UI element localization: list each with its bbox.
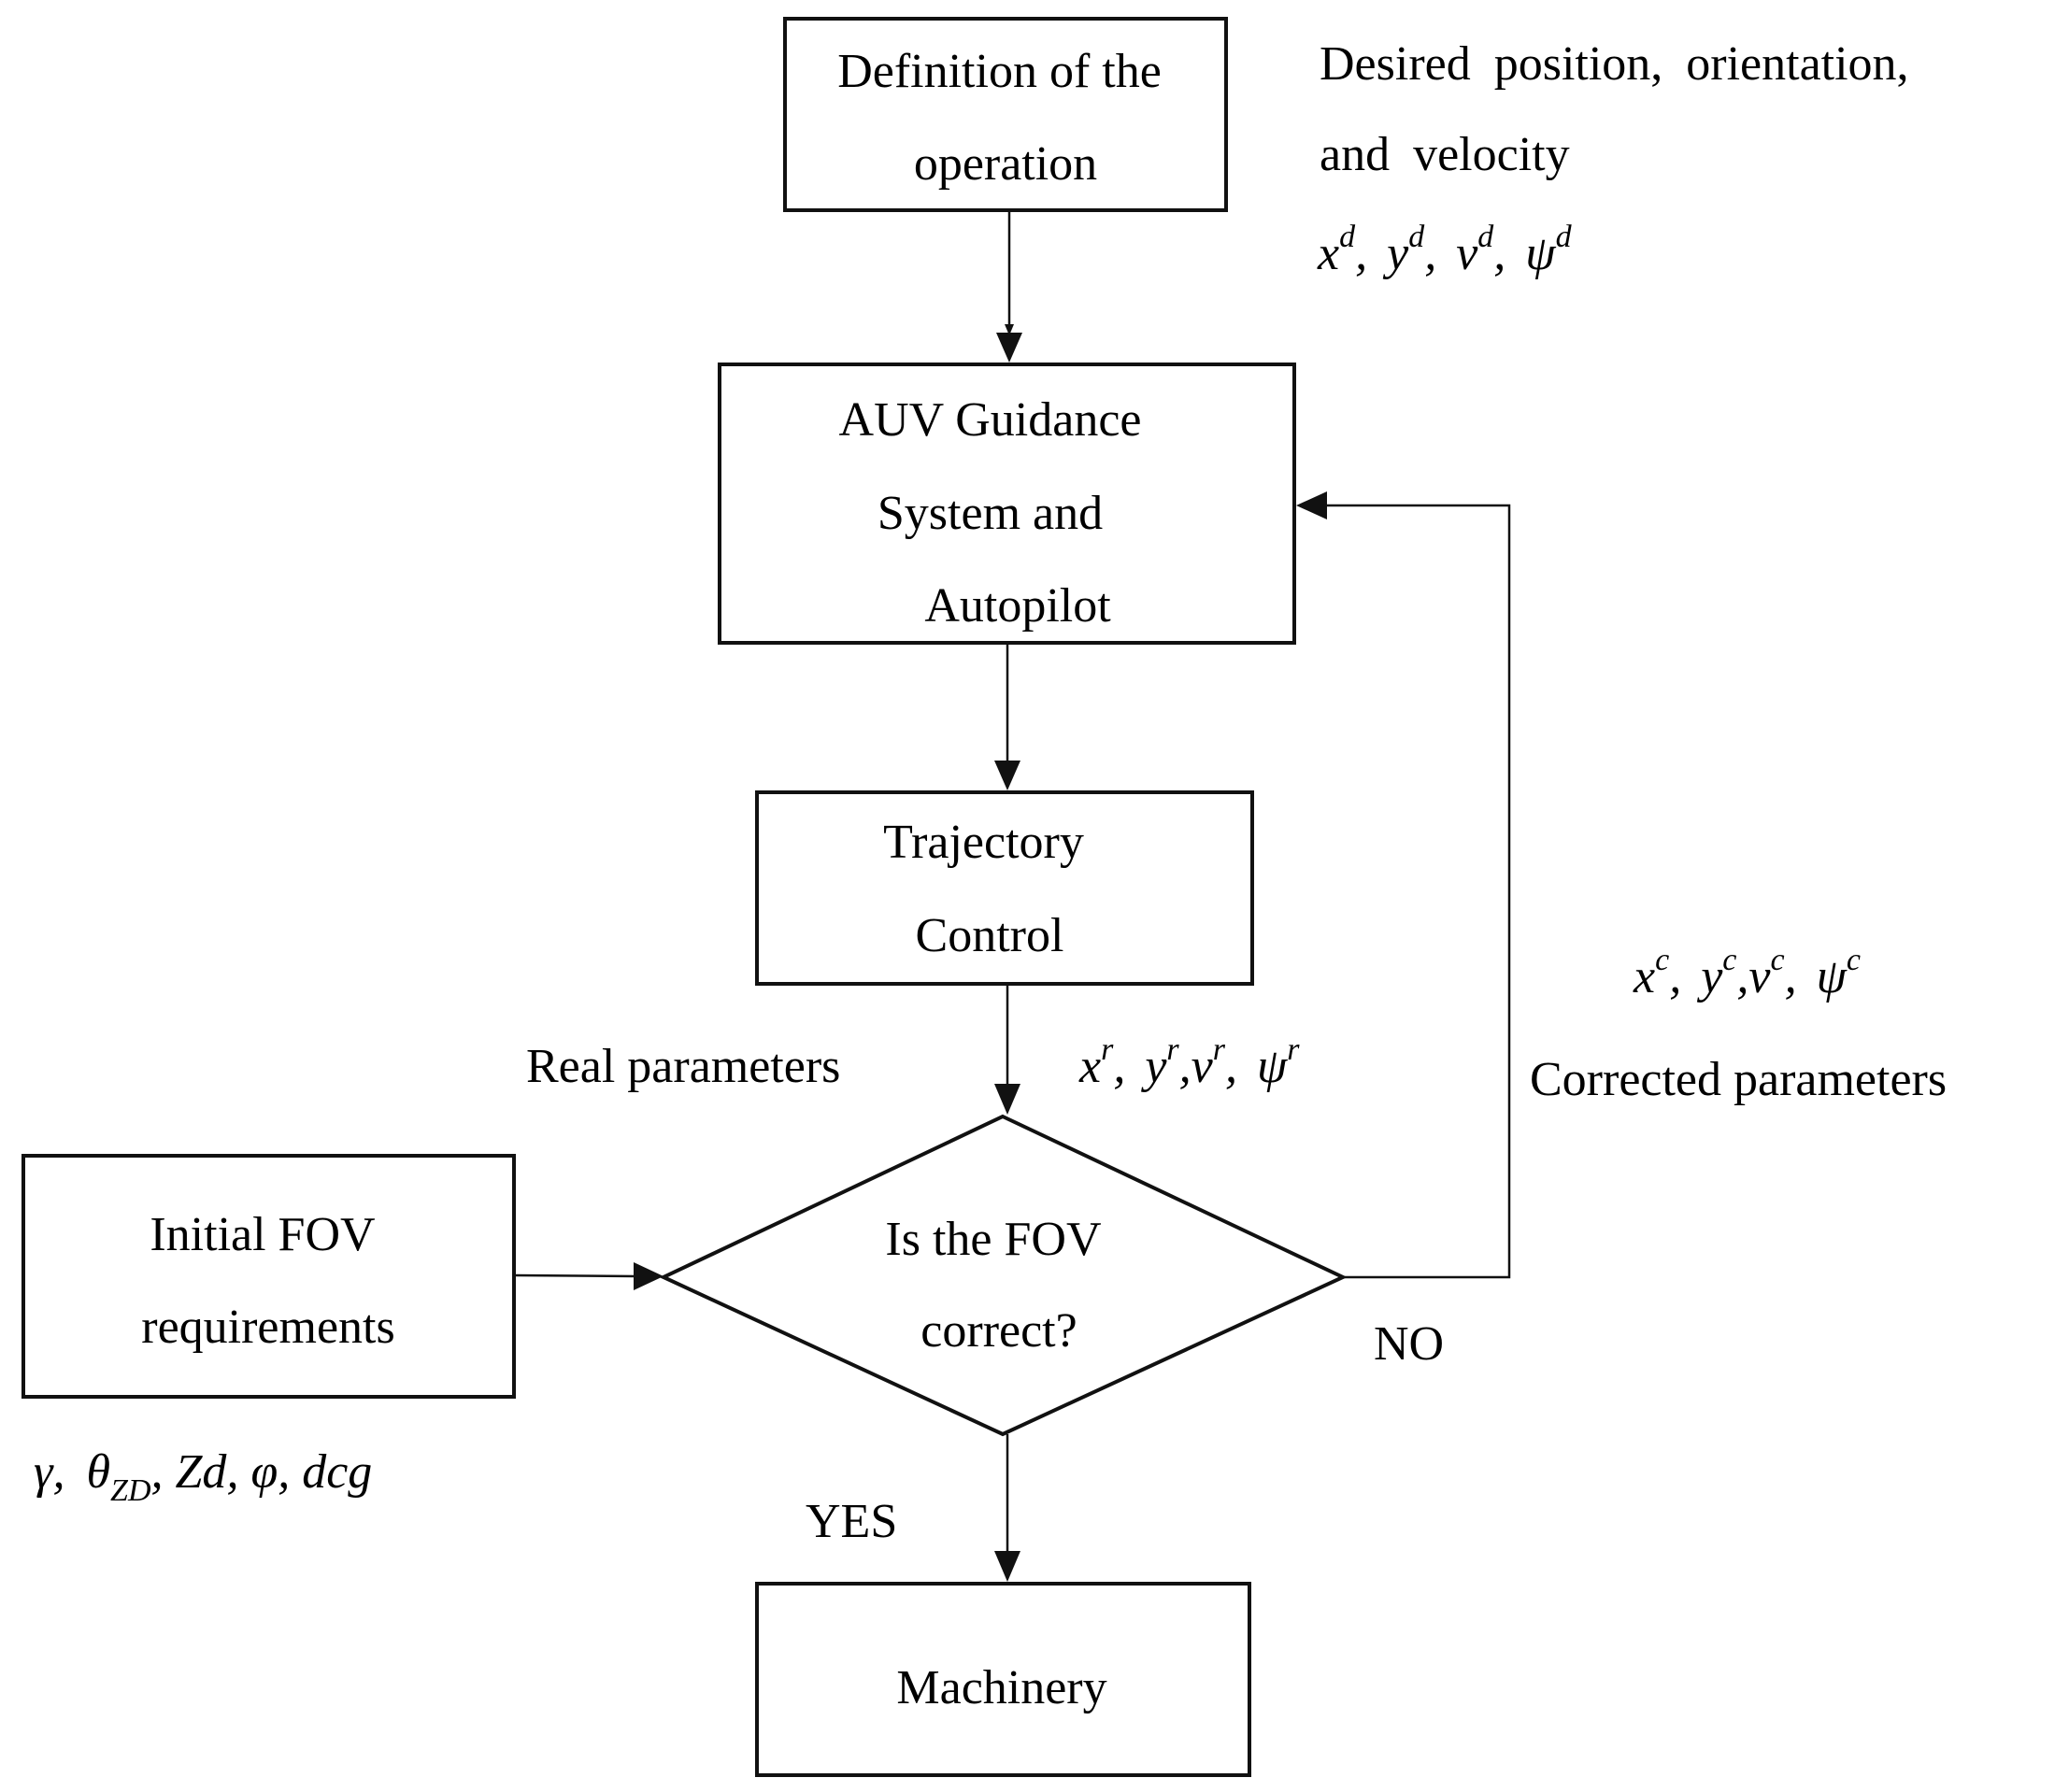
fov-params: γ, θZD, Zd, φ, dcg [34,1445,372,1508]
arrowhead-6 [1296,491,1327,519]
desired-symbols: xd, yd, vd, ψd [1317,220,1573,280]
arrowhead-3 [994,1084,1020,1115]
decision-node: Is the FOV correct? [659,1114,1348,1437]
desired-annotation: Desired position, orientation, and veloc… [1317,37,1933,280]
initial-fov-node: Initial FOV requirements [21,1154,516,1399]
arrowhead-4 [634,1262,664,1290]
real-label: Real parameters [526,1040,840,1093]
guidance-line-1: AUV Guidance [839,393,1142,447]
definition-line-2: operation [914,137,1097,191]
guidance-line-2: System and [878,487,1103,540]
fov-params-annotation: γ, θZD, Zd, φ, dcg [34,1445,372,1508]
svg-text:Initial FOV requirements: Initial FOV requirements [141,1208,394,1354]
trajectory-line-1: Trajectory [883,816,1084,869]
corrected-symbols: xc, yc,vc, ψc [1633,943,1861,1003]
desired-line-1: Desired position, orientation, [1320,37,1909,91]
svg-text:Trajectory Control: Trajectory Control [883,816,1096,962]
guidance-line-3: Autopilot [924,579,1111,633]
definition-line-1: Definition of the [837,45,1162,98]
guidance-node: AUV Guidance System and Autopilot [718,363,1296,645]
arrow-initial-fov-to-decision [513,1273,636,1278]
machinery-label: Machinery [896,1661,1106,1714]
initial-fov-line-1: Initial FOV [150,1208,375,1261]
trajectory-node: Trajectory Control [755,790,1254,986]
real-symbols: xr, yr,vr, ψr [1078,1032,1300,1093]
corrected-annotation: xc, yc,vc, ψc Corrected parameters [1530,943,1947,1106]
arrow-decision-no-to-guidance [1325,504,1511,1279]
decision-line-2: correct? [920,1304,1077,1358]
decision-line-1: Is the FOV [885,1213,1101,1266]
yes-label: YES [806,1495,897,1548]
arrowhead-1 [996,333,1022,363]
svg-text:Desired position, orientation,: Desired position, orientation, and veloc… [1320,37,1933,181]
no-label: NO [1374,1317,1444,1371]
desired-line-2: and velocity [1320,128,1570,181]
connectors [513,210,1511,1582]
svg-text:Definition of the operat: Definition of the operation [837,45,1174,191]
corrected-label: Corrected parameters [1530,1053,1947,1106]
machinery-node: Machinery [755,1582,1251,1777]
arrowhead-5 [994,1551,1020,1582]
svg-text:AUV Guidance System and: AUV Guidance System and Autopilot [839,393,1154,633]
initial-fov-line-2: requirements [141,1301,394,1354]
real-annotation: Real parameters xr, yr,vr, ψr [526,1032,1300,1093]
svg-text:Is the FOV correct?: Is the FOV correct? [885,1213,1112,1358]
definition-node: Definition of the operation [783,17,1228,212]
arrowhead-2 [994,761,1020,790]
trajectory-line-2: Control [916,909,1064,962]
